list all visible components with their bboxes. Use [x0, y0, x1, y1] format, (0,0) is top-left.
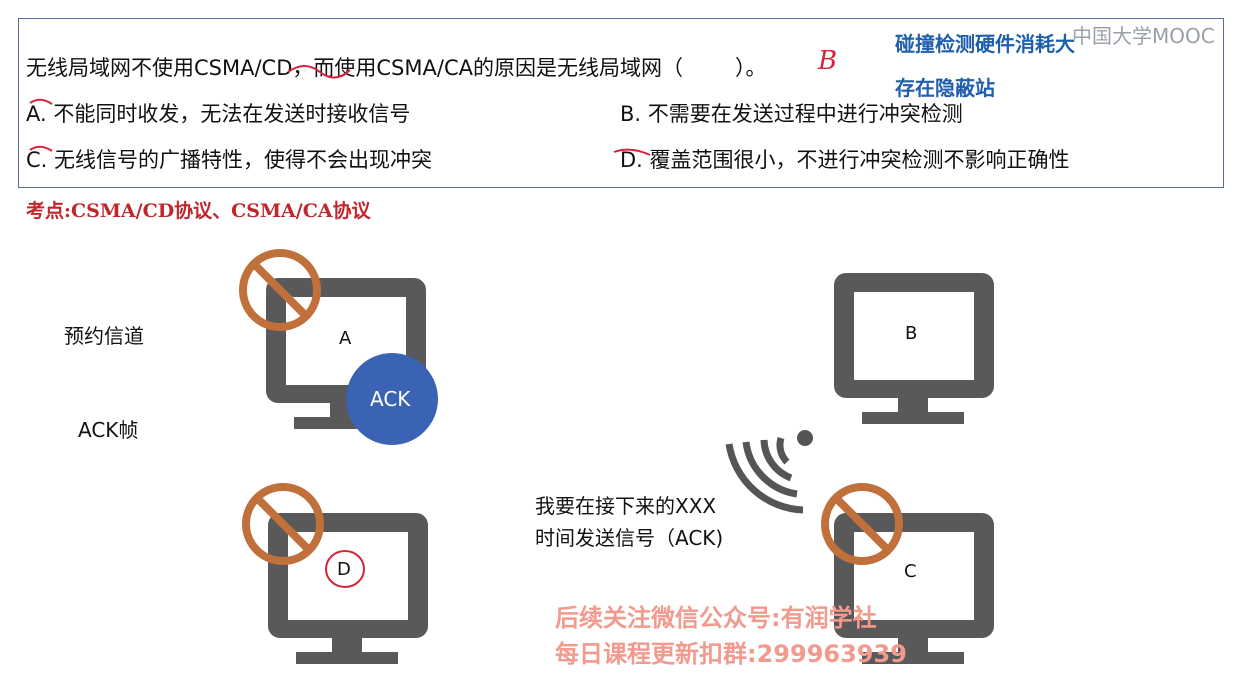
- option-a-text: . 不能同时收发，无法在发送时接收信号: [40, 102, 411, 126]
- station-b-label: B: [905, 323, 918, 344]
- question-stem-prefix: 无线局域网不使用CSMA/CD，而使用CSMA/CA的原因是无线局域网（: [26, 56, 683, 80]
- monitor-c-icon: [834, 513, 994, 664]
- ack-circle-icon: [346, 353, 438, 445]
- option-a-letter: A: [26, 102, 40, 126]
- option-b: B. 不需要在发送过程中进行冲突检测: [620, 98, 963, 128]
- prohibit-icon-d: [242, 483, 324, 565]
- exam-point: 考点:CSMA/CD协议、CSMA/CA协议: [26, 200, 371, 222]
- handwritten-answer: B: [818, 46, 838, 76]
- ack-frame-label: ACK帧: [78, 418, 139, 442]
- station-c-label: C: [904, 561, 917, 582]
- option-b-letter: B: [620, 102, 635, 126]
- reserve-channel-label: 预约信道: [64, 324, 144, 348]
- option-c-letter: C: [26, 148, 41, 172]
- mooc-watermark: 中国大学MOOC: [1072, 24, 1215, 48]
- ack-badge-label: ACK: [370, 387, 411, 411]
- station-d-label: D: [337, 559, 351, 580]
- promo-line-2: 每日课程更新扣群:299963939: [555, 640, 907, 668]
- strike-mark-a: [29, 98, 53, 105]
- option-c-text: . 无线信号的广播特性，使得不会出现冲突: [40, 148, 433, 172]
- station-a-label: A: [339, 328, 352, 349]
- note-collision-hardware: 碰撞检测硬件消耗大: [895, 32, 1075, 56]
- question-box: [18, 18, 1224, 188]
- note-hidden-station: 存在隐蔽站: [895, 76, 995, 100]
- option-d-text: . 覆盖范围很小，不进行冲突检测不影响正确性: [636, 148, 1070, 172]
- message-line-2: 时间发送信号（ACK): [535, 526, 724, 550]
- handwritten-circle-d: [325, 550, 365, 588]
- wireless-signal-icon: [725, 430, 813, 514]
- option-d: D. 覆盖范围很小，不进行冲突检测不影响正确性: [620, 144, 1070, 174]
- question-stem-suffix: ）。: [734, 56, 767, 80]
- prohibit-icon-c: [821, 483, 903, 565]
- monitor-b-icon: [834, 273, 994, 424]
- option-b-text: . 不需要在发送过程中进行冲突检测: [634, 102, 963, 126]
- option-d-letter: D: [620, 148, 637, 172]
- underline-mark: [287, 65, 351, 79]
- prohibit-icon-a: [239, 249, 321, 331]
- message-line-1: 我要在接下来的XXX: [535, 494, 717, 518]
- option-a: A. 不能同时收发，无法在发送时接收信号: [26, 98, 410, 128]
- question-stem: 无线局域网不使用CSMA/CD，而使用CSMA/CA的原因是无线局域网（ ）。: [26, 52, 766, 82]
- strike-mark-c: [29, 145, 53, 152]
- strike-mark-d: [613, 148, 651, 156]
- option-c: C. 无线信号的广播特性，使得不会出现冲突: [26, 144, 432, 174]
- promo-line-1: 后续关注微信公众号:有润学社: [555, 604, 877, 632]
